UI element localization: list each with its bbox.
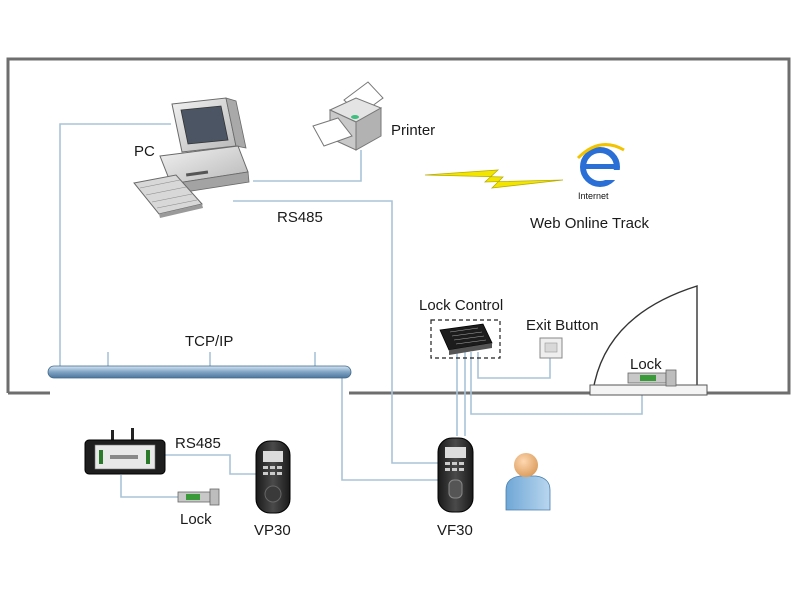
- door-lock-icon: [627, 369, 677, 387]
- printer-icon: [312, 81, 384, 151]
- wireless-lightning-icon: [424, 169, 564, 189]
- wire-bus-to-vf30: [341, 378, 439, 481]
- internet-explorer-icon: [576, 143, 625, 187]
- wire-pc-to-printer: [253, 150, 362, 182]
- label-lock-bottom: Lock: [180, 511, 212, 528]
- label-rs485-top: RS485: [277, 209, 323, 226]
- label-lock-door: Lock: [630, 356, 662, 373]
- wire-lockcontrol-to-lock: [470, 352, 643, 415]
- pc-icon: [133, 97, 250, 218]
- standalone-controller-icon: [84, 428, 166, 475]
- label-lock-control: Lock Control: [419, 297, 503, 314]
- label-rs485-bottom: RS485: [175, 435, 221, 452]
- label-internet: Internet: [578, 191, 609, 201]
- lock-icon: [177, 488, 220, 506]
- label-tcpip: TCP/IP: [185, 333, 233, 350]
- labels: PC Printer RS485 Internet Web Online Tra…: [134, 122, 662, 539]
- lock-control-module: [430, 319, 501, 359]
- wire-controller-to-lock: [120, 475, 178, 498]
- vp30-terminal-icon: [255, 440, 291, 514]
- label-web-online-track: Web Online Track: [530, 215, 649, 232]
- person-icon: [505, 453, 551, 511]
- wire-lockcontrol-to-exit: [477, 352, 551, 379]
- label-vp30: VP30: [254, 522, 291, 539]
- wire-controller-to-vp30: [163, 454, 258, 475]
- exit-button-icon: [539, 337, 563, 359]
- door: [589, 285, 708, 396]
- label-vf30: VF30: [437, 522, 473, 539]
- room-outline: [6, 57, 791, 395]
- label-printer: Printer: [391, 122, 435, 139]
- label-pc: PC: [134, 143, 155, 160]
- wiring: [59, 123, 643, 498]
- wire-rs485-to-vf30: [233, 200, 439, 464]
- label-exit-button: Exit Button: [526, 317, 599, 334]
- vf30-terminal-icon: [437, 437, 474, 513]
- wire-pc-to-bus: [59, 123, 171, 368]
- tcpip-bus: [47, 365, 352, 379]
